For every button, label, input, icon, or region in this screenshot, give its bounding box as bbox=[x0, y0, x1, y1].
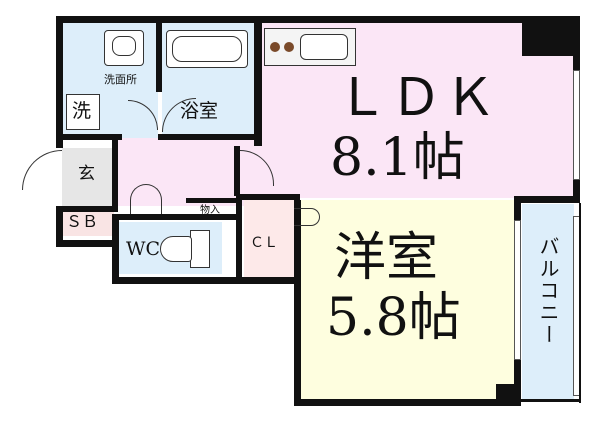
toilet-bowl-icon bbox=[160, 236, 192, 262]
corner-pillar-bottom-right bbox=[496, 384, 521, 406]
outer-wall-bottom-left bbox=[56, 240, 118, 247]
balcony-room bbox=[522, 204, 574, 400]
toilet-wall-bottom bbox=[112, 277, 300, 284]
door-swing-closet bbox=[294, 208, 320, 226]
entrance-label: 玄 bbox=[78, 164, 95, 184]
balcony-rail-right bbox=[579, 203, 581, 403]
entrance-wall-right bbox=[112, 140, 118, 210]
toilet-tank-icon bbox=[190, 230, 210, 268]
stove-burner-icon bbox=[284, 42, 294, 52]
balcony-label: バルコニー bbox=[536, 236, 560, 346]
door-swing-entrance bbox=[22, 150, 62, 190]
closet-wall-left bbox=[236, 196, 242, 284]
toilet-label: WC bbox=[126, 238, 161, 260]
ldk-name-label: ＬＤＫ bbox=[336, 68, 499, 128]
ldk-size-label: 8.1帖 bbox=[330, 128, 465, 188]
closet-label: ＣＬ bbox=[250, 235, 278, 251]
balcony-rail-bottom bbox=[520, 399, 581, 402]
ldk-wall-bottom bbox=[236, 194, 300, 200]
storage-wall bbox=[186, 198, 236, 203]
bath-wall-right bbox=[254, 22, 262, 146]
western-room bbox=[300, 200, 516, 400]
storage-label: 物入 bbox=[200, 205, 220, 216]
washer-icon bbox=[66, 94, 100, 130]
window-ldk-right bbox=[573, 70, 580, 180]
washroom-label: 洗面所 bbox=[104, 73, 137, 86]
outer-wall-left-upper bbox=[56, 16, 63, 148]
western-wall-bottom bbox=[294, 399, 520, 406]
outer-wall-top bbox=[56, 16, 580, 23]
window-western-right bbox=[514, 220, 521, 360]
western-wall-left bbox=[294, 200, 301, 406]
washer-label: 洗 bbox=[72, 100, 92, 122]
outer-wall-left-lower bbox=[56, 206, 63, 246]
stove-burner-icon bbox=[270, 42, 280, 52]
toilet-wall-top bbox=[112, 214, 238, 220]
closet-room bbox=[244, 200, 294, 280]
door-swing-toilet bbox=[130, 184, 162, 214]
bath-label: 浴室 bbox=[180, 100, 219, 122]
washbasin-bowl-icon bbox=[112, 36, 136, 56]
wet-area-wall-bottom bbox=[158, 134, 262, 140]
shoebox-room bbox=[62, 212, 114, 236]
hall-wall-right bbox=[234, 146, 240, 196]
shoebox-label: ＳＢ bbox=[66, 212, 99, 231]
entrance-wall-bottom bbox=[56, 206, 118, 212]
bathtub-inner-icon bbox=[172, 36, 242, 62]
western-name-label: 洋室 bbox=[334, 228, 439, 288]
western-size-label: 5.8帖 bbox=[326, 288, 461, 348]
corner-pillar-top-right bbox=[522, 16, 580, 56]
washroom-wall-bottom bbox=[62, 134, 122, 140]
toilet-wall-left bbox=[112, 214, 119, 284]
sink-bowl-icon bbox=[300, 34, 348, 60]
washroom-wall-right bbox=[156, 22, 162, 92]
entrance-room bbox=[62, 148, 114, 210]
ldk-wall-bottom-right bbox=[514, 196, 580, 203]
